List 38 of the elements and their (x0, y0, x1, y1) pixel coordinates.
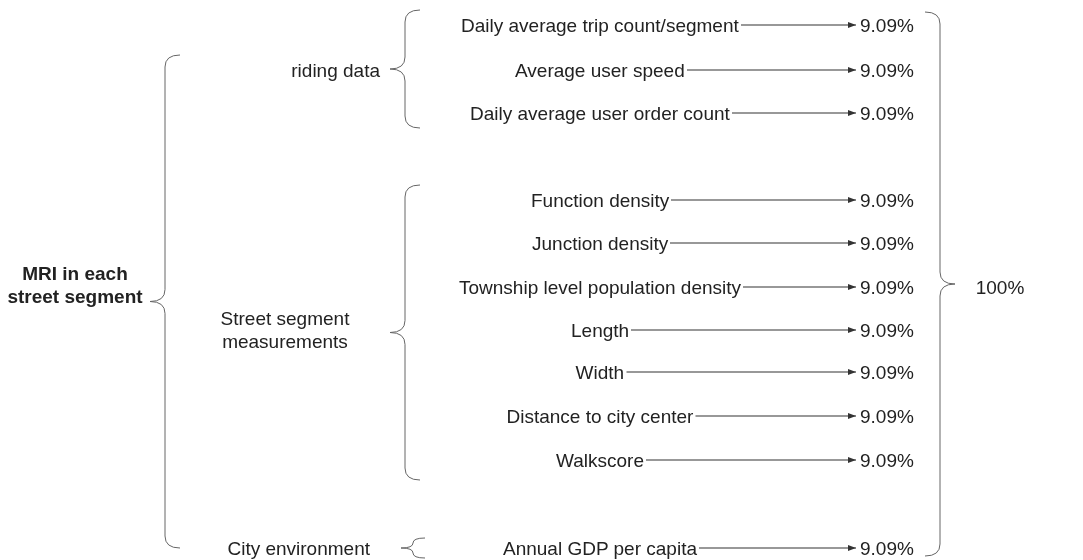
arrow (742, 284, 857, 290)
group-label: Street segment measurements (180, 305, 390, 355)
percent-value: 9.09% (860, 98, 920, 128)
indicator-label: Daily average trip count/segment (461, 10, 739, 40)
arrow (670, 197, 857, 203)
percent-value: 9.09% (860, 533, 920, 560)
arrow (630, 327, 857, 333)
arrow (740, 22, 857, 28)
indicator-label: Width (575, 357, 625, 387)
arrow (694, 413, 857, 419)
indicator-label: Function density (531, 185, 670, 215)
percent-value: 9.09% (860, 315, 920, 345)
indicator-label: Annual GDP per capita (503, 533, 697, 560)
percent-value: 9.09% (860, 357, 920, 387)
indicator-label: Average user speed (515, 55, 685, 85)
arrow (686, 67, 857, 73)
group-label: City environment (150, 533, 370, 560)
total-value: 100% (965, 272, 1035, 302)
percent-value: 9.09% (860, 445, 920, 475)
percent-value: 9.09% (860, 401, 920, 431)
group-label: riding data (180, 55, 380, 85)
arrow (669, 240, 857, 246)
percent-value: 9.09% (860, 185, 920, 215)
indicator-label: Walkscore (556, 445, 644, 475)
indicator-label: Distance to city center (506, 401, 694, 431)
arrow (645, 457, 857, 463)
indicator-label: Junction density (532, 228, 669, 258)
percent-value: 9.09% (860, 272, 920, 302)
heading-text: MRI in each street segment (0, 245, 150, 325)
indicator-label: Length (571, 315, 630, 345)
indicator-label: Township level population density (459, 272, 741, 302)
percent-value: 9.09% (860, 55, 920, 85)
percent-value: 9.09% (860, 10, 920, 40)
indicator-label: Daily average user order count (470, 98, 730, 128)
arrow (625, 369, 857, 375)
percent-value: 9.09% (860, 228, 920, 258)
arrow (731, 110, 857, 116)
arrow (698, 545, 857, 551)
